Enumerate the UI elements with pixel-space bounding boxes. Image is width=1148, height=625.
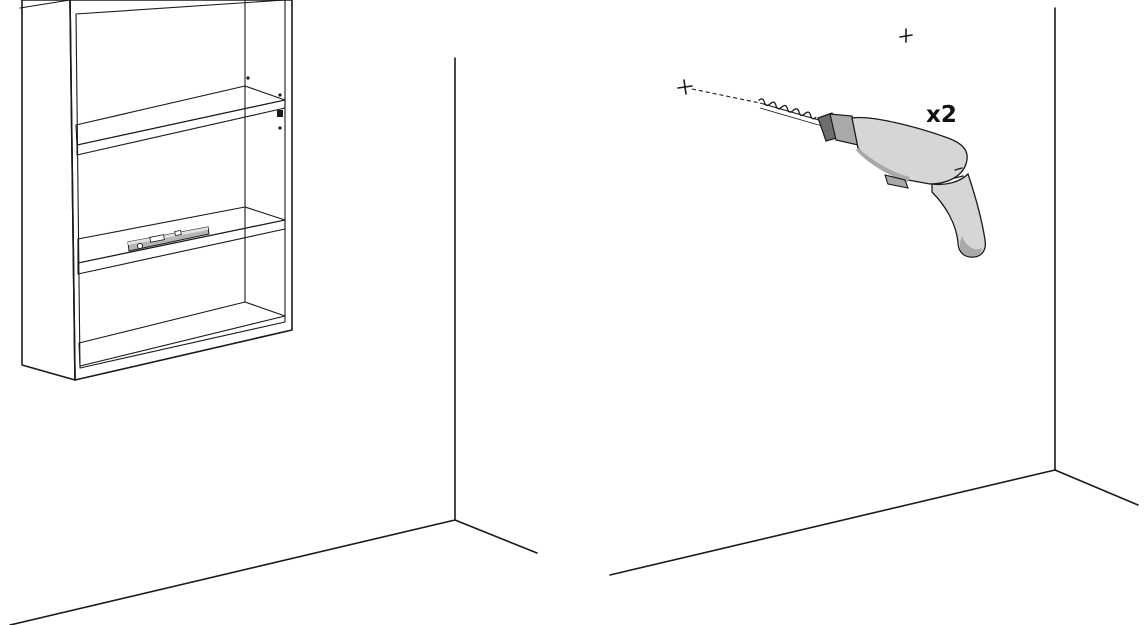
cabinet-top-rim <box>19 0 71 9</box>
right-floor-edge <box>609 469 1056 576</box>
drill-bit <box>758 98 823 127</box>
shelf-2 <box>77 206 286 275</box>
cabinet-inner-opening <box>75 0 286 369</box>
wall-bracket <box>277 110 283 117</box>
left-floor-side-edge <box>454 519 538 554</box>
shelf-bottom <box>78 301 286 367</box>
drill-quantity-label: x2 <box>926 102 957 128</box>
drill-mark-cross-icon <box>677 79 693 95</box>
drill-mark-cross-icon <box>899 28 913 43</box>
shelf-1 <box>75 85 286 156</box>
drill-trigger <box>884 174 909 189</box>
drill-handle <box>931 172 986 258</box>
wall-cabinet <box>19 0 293 381</box>
right-floor-side-edge <box>1054 469 1139 506</box>
cabinet-side-panel <box>21 0 76 381</box>
shelf-pin-hole <box>246 76 250 80</box>
spirit-level-icon <box>127 226 210 252</box>
shelf-pin-hole <box>278 93 282 97</box>
cabinet-front-frame <box>69 0 293 381</box>
power-drill-icon <box>758 98 986 258</box>
left-floor-edge <box>9 519 456 625</box>
right-panel-room-corner <box>609 7 1139 576</box>
drill-path-dashed-line <box>691 88 761 104</box>
left-panel-room-corner <box>9 57 538 625</box>
shelf-pin-hole <box>278 126 282 130</box>
